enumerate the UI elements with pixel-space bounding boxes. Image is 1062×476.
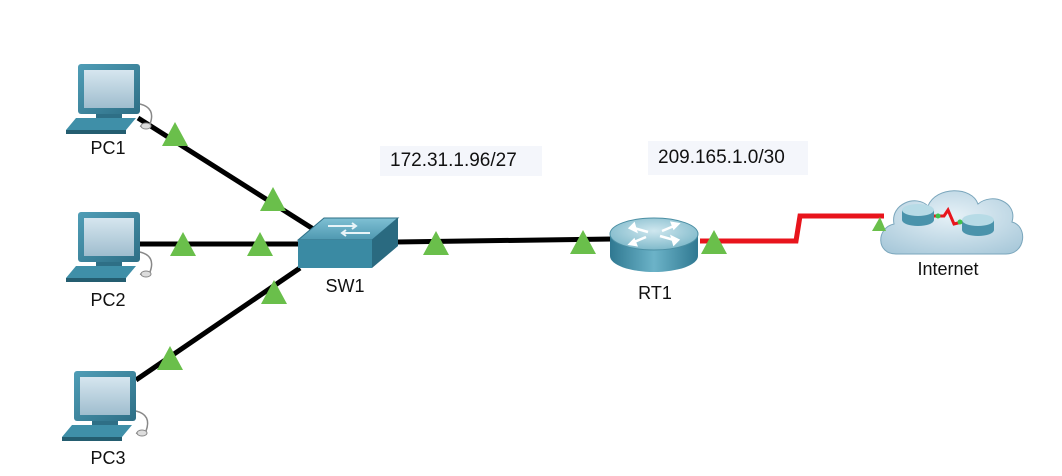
device-label-switch: SW1 (325, 276, 365, 296)
device-label-pc2: PC2 (90, 290, 126, 310)
pc-icon[interactable] (66, 64, 153, 134)
link-status-indicators (157, 122, 886, 370)
link-status-triangle-icon (170, 232, 196, 256)
link-rt1-internet-serial[interactable] (700, 213, 884, 244)
device-label-cloud: Internet (917, 259, 979, 279)
network-label-lan: 172.31.1.96/27 (380, 146, 542, 176)
link-status-triangle-icon (162, 122, 188, 146)
link-status-triangle-icon (261, 280, 287, 304)
link-status-triangle-icon (701, 230, 727, 254)
device-label-router: RT1 (638, 283, 672, 303)
link-status-triangle-icon (872, 217, 886, 231)
pc-icon[interactable] (62, 371, 149, 441)
link-status-triangle-icon (247, 232, 273, 256)
network-label-wan: 209.165.1.0/30 (648, 141, 808, 175)
link-status-triangle-icon (157, 346, 183, 370)
router-icon[interactable] (609, 217, 699, 272)
link-status-triangle-icon (423, 231, 449, 255)
link-status-triangle-icon (570, 230, 596, 254)
link-status-triangle-icon (260, 187, 286, 211)
link-pc1-sw1[interactable] (136, 115, 320, 235)
device-label-pc1: PC1 (90, 138, 126, 158)
cloud-inner-router-left-icon (902, 204, 934, 226)
switch-icon[interactable] (296, 217, 400, 268)
cloud-inner-router-right-icon (962, 214, 994, 236)
pc-icon[interactable] (66, 212, 153, 282)
cloud-icon[interactable] (880, 190, 1024, 255)
device-label-pc3: PC3 (90, 448, 126, 468)
